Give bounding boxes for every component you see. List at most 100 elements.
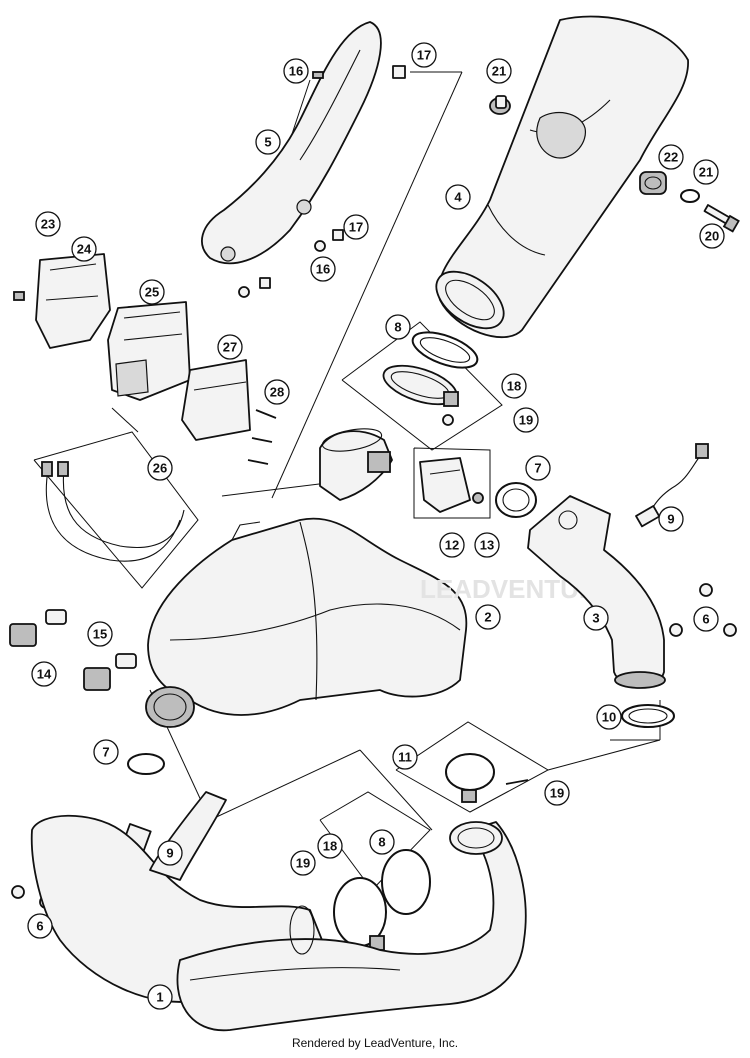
svg-text:2: 2 [484, 610, 491, 625]
svg-text:12: 12 [445, 538, 459, 553]
svg-text:20: 20 [705, 229, 719, 244]
gasket-part-8-lower [381, 849, 431, 915]
svg-text:13: 13 [480, 538, 494, 553]
nut-part-13 [472, 492, 484, 504]
callout-8-upper: 8 [385, 314, 411, 340]
callout-19-upper: 19 [513, 407, 539, 433]
callout-13: 13 [474, 532, 500, 558]
svg-text:8: 8 [378, 835, 385, 850]
inlet-pipe-part-2 [319, 428, 393, 501]
heat-shield-part-5 [201, 21, 382, 265]
screw-part-16-upper [312, 71, 324, 79]
svg-text:6: 6 [36, 919, 43, 934]
grommet-part-21-upper [489, 95, 511, 115]
callout-27: 27 [217, 334, 243, 360]
svg-text:27: 27 [223, 340, 237, 355]
svg-text:11: 11 [398, 750, 412, 765]
svg-text:21: 21 [699, 165, 713, 180]
washer-part-21-lower [680, 189, 700, 203]
render-credit: Rendered by LeadVenture, Inc. [291, 1036, 459, 1050]
svg-text:24: 24 [77, 242, 92, 257]
bolts-part-28 [247, 409, 277, 465]
callout-7-lower: 7 [93, 739, 119, 765]
callout-18-lower: 18 [317, 833, 343, 859]
bolt-part-19-right [505, 779, 529, 785]
svg-text:25: 25 [145, 285, 159, 300]
svg-text:6: 6 [702, 612, 709, 627]
svg-text:15: 15 [93, 627, 107, 642]
svg-text:21: 21 [492, 64, 506, 79]
callout-16-upper: 16 [283, 58, 309, 84]
svg-text:8: 8 [394, 320, 401, 335]
callout-12: 12 [439, 532, 465, 558]
nuts-part-6-right [669, 583, 737, 637]
svg-text:18: 18 [507, 379, 521, 394]
clamp-part-18-lower [333, 877, 387, 951]
callouts: 1 2 3 4 5 6 6 7 7 8 8 9 9 10 11 12 13 14… [27, 42, 725, 1010]
callout-28: 28 [264, 379, 290, 405]
callout-22: 22 [658, 144, 684, 170]
cables-part-26 [41, 461, 185, 562]
callout-21-lower: 21 [693, 159, 719, 185]
svg-text:22: 22 [664, 150, 678, 165]
callout-2: 2 [475, 604, 501, 630]
callout-7-upper: 7 [525, 455, 551, 481]
actuator-part-25 [107, 301, 191, 401]
bracket-part-27 [181, 359, 251, 441]
callout-17-upper: 17 [411, 42, 437, 68]
callout-26: 26 [147, 455, 173, 481]
callout-18-upper: 18 [501, 373, 527, 399]
oxygen-sensor-part-9-upper [635, 443, 709, 528]
svg-text:4: 4 [454, 190, 462, 205]
clamp-part-11 [445, 753, 495, 803]
clamp-part-18-upper [382, 364, 459, 407]
clip-part-17-upper [392, 65, 406, 79]
svg-text:9: 9 [667, 512, 674, 527]
callout-16-lower: 16 [310, 256, 336, 282]
svg-text:1: 1 [156, 990, 163, 1005]
callout-24: 24 [71, 236, 97, 262]
callout-20: 20 [699, 223, 725, 249]
svg-text:19: 19 [519, 413, 533, 428]
bracket-part-12 [419, 457, 471, 513]
svg-text:26: 26 [153, 461, 167, 476]
gasket-part-10 [621, 704, 675, 728]
header-pipe-part-1 [30, 791, 527, 1032]
clip-part-17-lower [259, 229, 344, 289]
svg-text:10: 10 [602, 710, 616, 725]
svg-text:3: 3 [592, 611, 599, 626]
gasket-part-7-upper [495, 482, 537, 518]
callout-9-lower: 9 [157, 840, 183, 866]
svg-text:7: 7 [534, 461, 541, 476]
svg-text:19: 19 [296, 856, 310, 871]
callout-21-upper: 21 [486, 58, 512, 84]
svg-text:9: 9 [166, 846, 173, 861]
screw-part-23 [13, 291, 25, 301]
dampers-part-14 [9, 623, 111, 691]
callout-17-lower: 17 [343, 214, 369, 240]
svg-text:18: 18 [323, 839, 337, 854]
muffler-part-4 [435, 15, 689, 339]
callout-6-right: 6 [693, 606, 719, 632]
svg-text:16: 16 [316, 262, 330, 277]
bolt-part-19-upper [442, 414, 454, 426]
svg-text:17: 17 [349, 220, 363, 235]
svg-text:7: 7 [102, 745, 109, 760]
callout-11: 11 [392, 744, 418, 770]
svg-text:23: 23 [41, 217, 55, 232]
rubber-mount-part-22 [639, 171, 667, 195]
gasket-part-7-lower [127, 753, 165, 775]
svg-text:28: 28 [270, 385, 284, 400]
bolt-part-20 [703, 204, 740, 233]
callout-14: 14 [31, 661, 57, 687]
screw-part-16-lower [238, 240, 326, 298]
callout-6-left: 6 [27, 913, 53, 939]
callout-4: 4 [445, 184, 471, 210]
svg-text:5: 5 [264, 135, 271, 150]
callout-10: 10 [596, 704, 622, 730]
callout-5: 5 [255, 129, 281, 155]
callout-15: 15 [87, 621, 113, 647]
callout-8-lower: 8 [369, 829, 395, 855]
svg-text:14: 14 [37, 667, 52, 682]
callout-19-right: 19 [544, 780, 570, 806]
